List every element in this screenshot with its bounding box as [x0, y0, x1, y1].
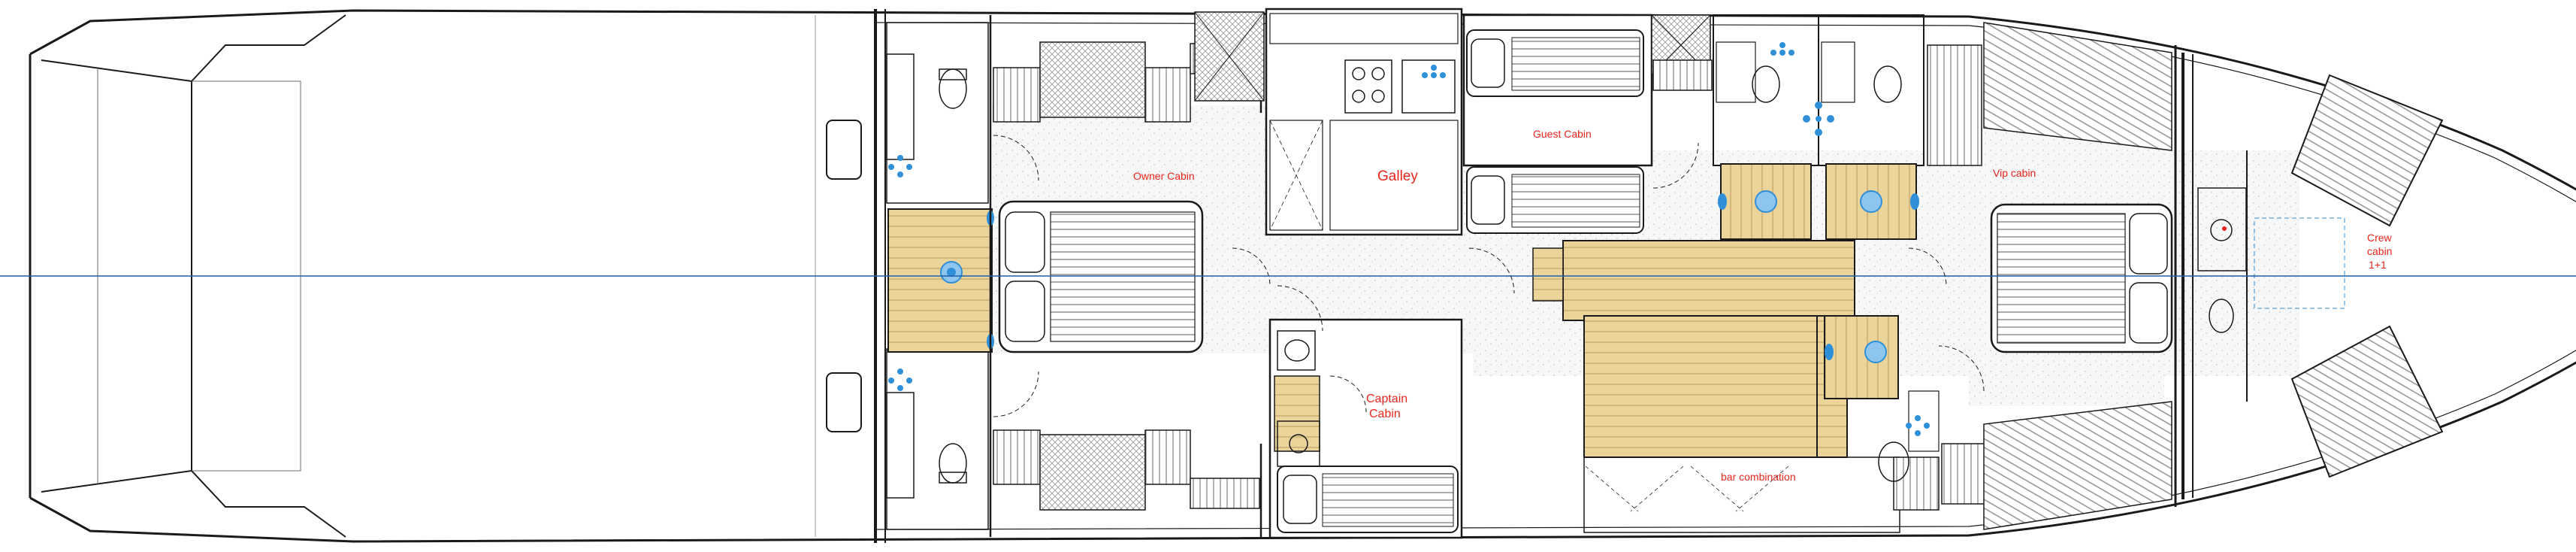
owner-cabin-label: Owner Cabin — [1133, 170, 1195, 182]
owner-shower — [887, 208, 994, 353]
sink-faucet-cluster-icon — [1803, 102, 1834, 136]
owner-door-swing — [993, 135, 1271, 417]
sink-icon — [1770, 42, 1794, 56]
captain-cabin-label-2: Cabin — [1369, 408, 1401, 420]
bar-combination-area — [1583, 456, 1900, 533]
stern-hatch-top — [826, 120, 862, 180]
galley-faucet-icon — [1422, 65, 1446, 78]
galley — [1265, 8, 1463, 236]
stern-hatch-bottom — [826, 372, 862, 432]
vip-cabin — [1927, 22, 2177, 530]
guest-cabin-label: Guest Cabin — [1533, 128, 1592, 140]
faucet-icon — [888, 155, 912, 391]
crew-cabin — [2197, 74, 2444, 478]
captain-cabin-label-1: Captain — [1366, 393, 1408, 405]
galley-label: Galley — [1377, 168, 1418, 184]
owner-head-bottom — [886, 348, 989, 530]
crew-cabin-label-3: 1+1 — [2369, 259, 2387, 271]
captain-cabin — [1268, 318, 1463, 539]
owner-bed — [998, 200, 1204, 353]
vip-cabin-label: Vip cabin — [1993, 167, 2036, 179]
owner-wardrobe-bottom — [993, 429, 1260, 511]
guest-cabin — [1462, 14, 1713, 234]
guest-heads — [1713, 14, 1924, 240]
crew-cabin-label-1: Crew — [2367, 232, 2392, 244]
bar-combination-label: bar combination — [1721, 471, 1796, 483]
crew-cabin-label-2: cabin — [2367, 245, 2393, 257]
forward-faucet-icon — [1906, 415, 1930, 436]
galley-hatch-box — [1194, 11, 1265, 102]
door-swings — [1277, 142, 1985, 392]
forward-shower — [1824, 315, 1940, 482]
